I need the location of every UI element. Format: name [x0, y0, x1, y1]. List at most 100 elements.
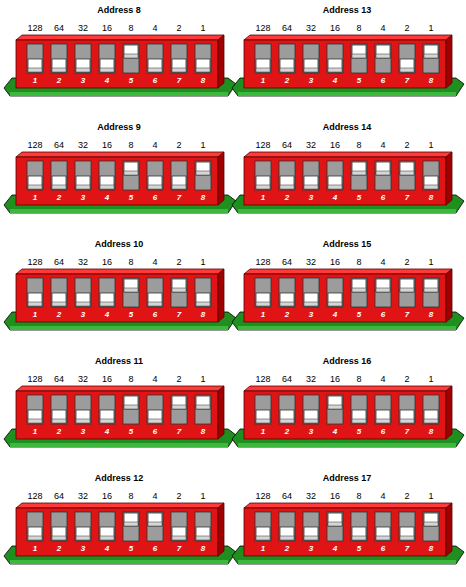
slot-window: [327, 395, 343, 424]
switch-slot: [279, 44, 295, 73]
lever-shade: [76, 68, 90, 72]
switch-slot: [255, 161, 271, 190]
switch-slot: [51, 278, 67, 307]
switch-slot: [399, 512, 415, 541]
slot-window: [171, 395, 187, 424]
switch-lever: [304, 410, 318, 423]
slot-window: [75, 278, 91, 307]
switch-number: 5: [353, 76, 365, 85]
switch-number: 7: [173, 76, 185, 85]
slot-window: [171, 512, 187, 541]
switch-number: 2: [281, 193, 293, 202]
lever-shade: [280, 536, 294, 540]
switch-slot: [375, 512, 391, 541]
switch-lever: [28, 293, 42, 306]
switch-lever: [196, 162, 210, 175]
switch-slot: [375, 161, 391, 190]
bit-weight: 16: [328, 23, 343, 33]
switch-lever: [148, 410, 162, 423]
bit-weight: 64: [52, 374, 67, 384]
bit-weight: 4: [377, 257, 389, 267]
switch-number: 2: [281, 76, 293, 85]
switch-lever: [172, 176, 186, 189]
switch-slot: [27, 395, 43, 424]
switch-lever: [328, 396, 342, 409]
switch-lever: [172, 279, 186, 292]
lever-shade: [256, 68, 270, 72]
slot-window: [51, 278, 67, 307]
bit-weight: 64: [52, 23, 67, 33]
slot-window: [423, 395, 439, 424]
switch-number: 7: [173, 193, 185, 202]
slot-window: [195, 512, 211, 541]
dip-switch: [4, 35, 236, 96]
bit-weight: 64: [280, 491, 295, 501]
switch-lever: [376, 410, 390, 423]
switch-lever: [352, 45, 366, 58]
switch-lever: [328, 513, 342, 526]
slot-window: [195, 395, 211, 424]
slot-window: [171, 44, 187, 73]
slot-window: [375, 44, 391, 73]
bit-weight: 64: [52, 491, 67, 501]
bit-weight: 128: [253, 491, 273, 501]
switch-lever: [424, 45, 438, 58]
switch-slot: [123, 44, 139, 73]
slot-window: [255, 395, 271, 424]
switch-lever: [304, 59, 318, 72]
slot-window: [351, 395, 367, 424]
switch-number: 1: [257, 310, 269, 319]
board-edge: [238, 443, 456, 447]
switch-slot: [195, 395, 211, 424]
slot-window: [75, 395, 91, 424]
switch-side: [446, 35, 452, 88]
switch-slot: [99, 278, 115, 307]
switch-number: 8: [425, 193, 437, 202]
switch-slot: [327, 278, 343, 307]
slot-window: [99, 278, 115, 307]
switch-side: [446, 269, 452, 322]
bit-weight: 32: [304, 491, 319, 501]
switch-side: [218, 35, 224, 88]
bit-weight: 1: [425, 140, 437, 150]
switch-lever: [172, 396, 186, 409]
switch-lever: [100, 176, 114, 189]
bit-weight: 128: [253, 257, 273, 267]
switch-number: 5: [125, 544, 137, 553]
switch-slot: [303, 161, 319, 190]
switch-lever: [76, 293, 90, 306]
switch-slot: [327, 512, 343, 541]
switch-body: [16, 157, 218, 205]
switch-number: 6: [149, 310, 161, 319]
dip-switch: [4, 269, 236, 330]
switch-number: 7: [173, 544, 185, 553]
bit-weight: 8: [125, 374, 137, 384]
switch-lever: [28, 59, 42, 72]
switch-top: [244, 152, 452, 157]
lever-shade: [148, 522, 162, 526]
switch-body: [244, 391, 446, 439]
bit-weight: 16: [100, 257, 115, 267]
slot-window: [99, 161, 115, 190]
board-edge: [10, 209, 228, 213]
switch-number: 1: [257, 544, 269, 553]
bit-weight: 64: [280, 23, 295, 33]
slot-window: [351, 161, 367, 190]
switch-number: 7: [401, 193, 413, 202]
dip-switch: [232, 152, 464, 213]
bit-weight: 128: [25, 257, 45, 267]
switch-number: 8: [197, 310, 209, 319]
slot-window: [99, 44, 115, 73]
bit-weight: 32: [304, 374, 319, 384]
bit-weight: 2: [173, 374, 185, 384]
slot-window: [399, 44, 415, 73]
switch-body: [244, 40, 446, 88]
switch-lever: [256, 293, 270, 306]
lever-shade: [100, 68, 114, 72]
switch-slot: [27, 278, 43, 307]
lever-shade: [52, 419, 66, 423]
slot-window: [279, 395, 295, 424]
slot-window: [279, 44, 295, 73]
slot-window: [303, 512, 319, 541]
bit-weight: 2: [173, 140, 185, 150]
